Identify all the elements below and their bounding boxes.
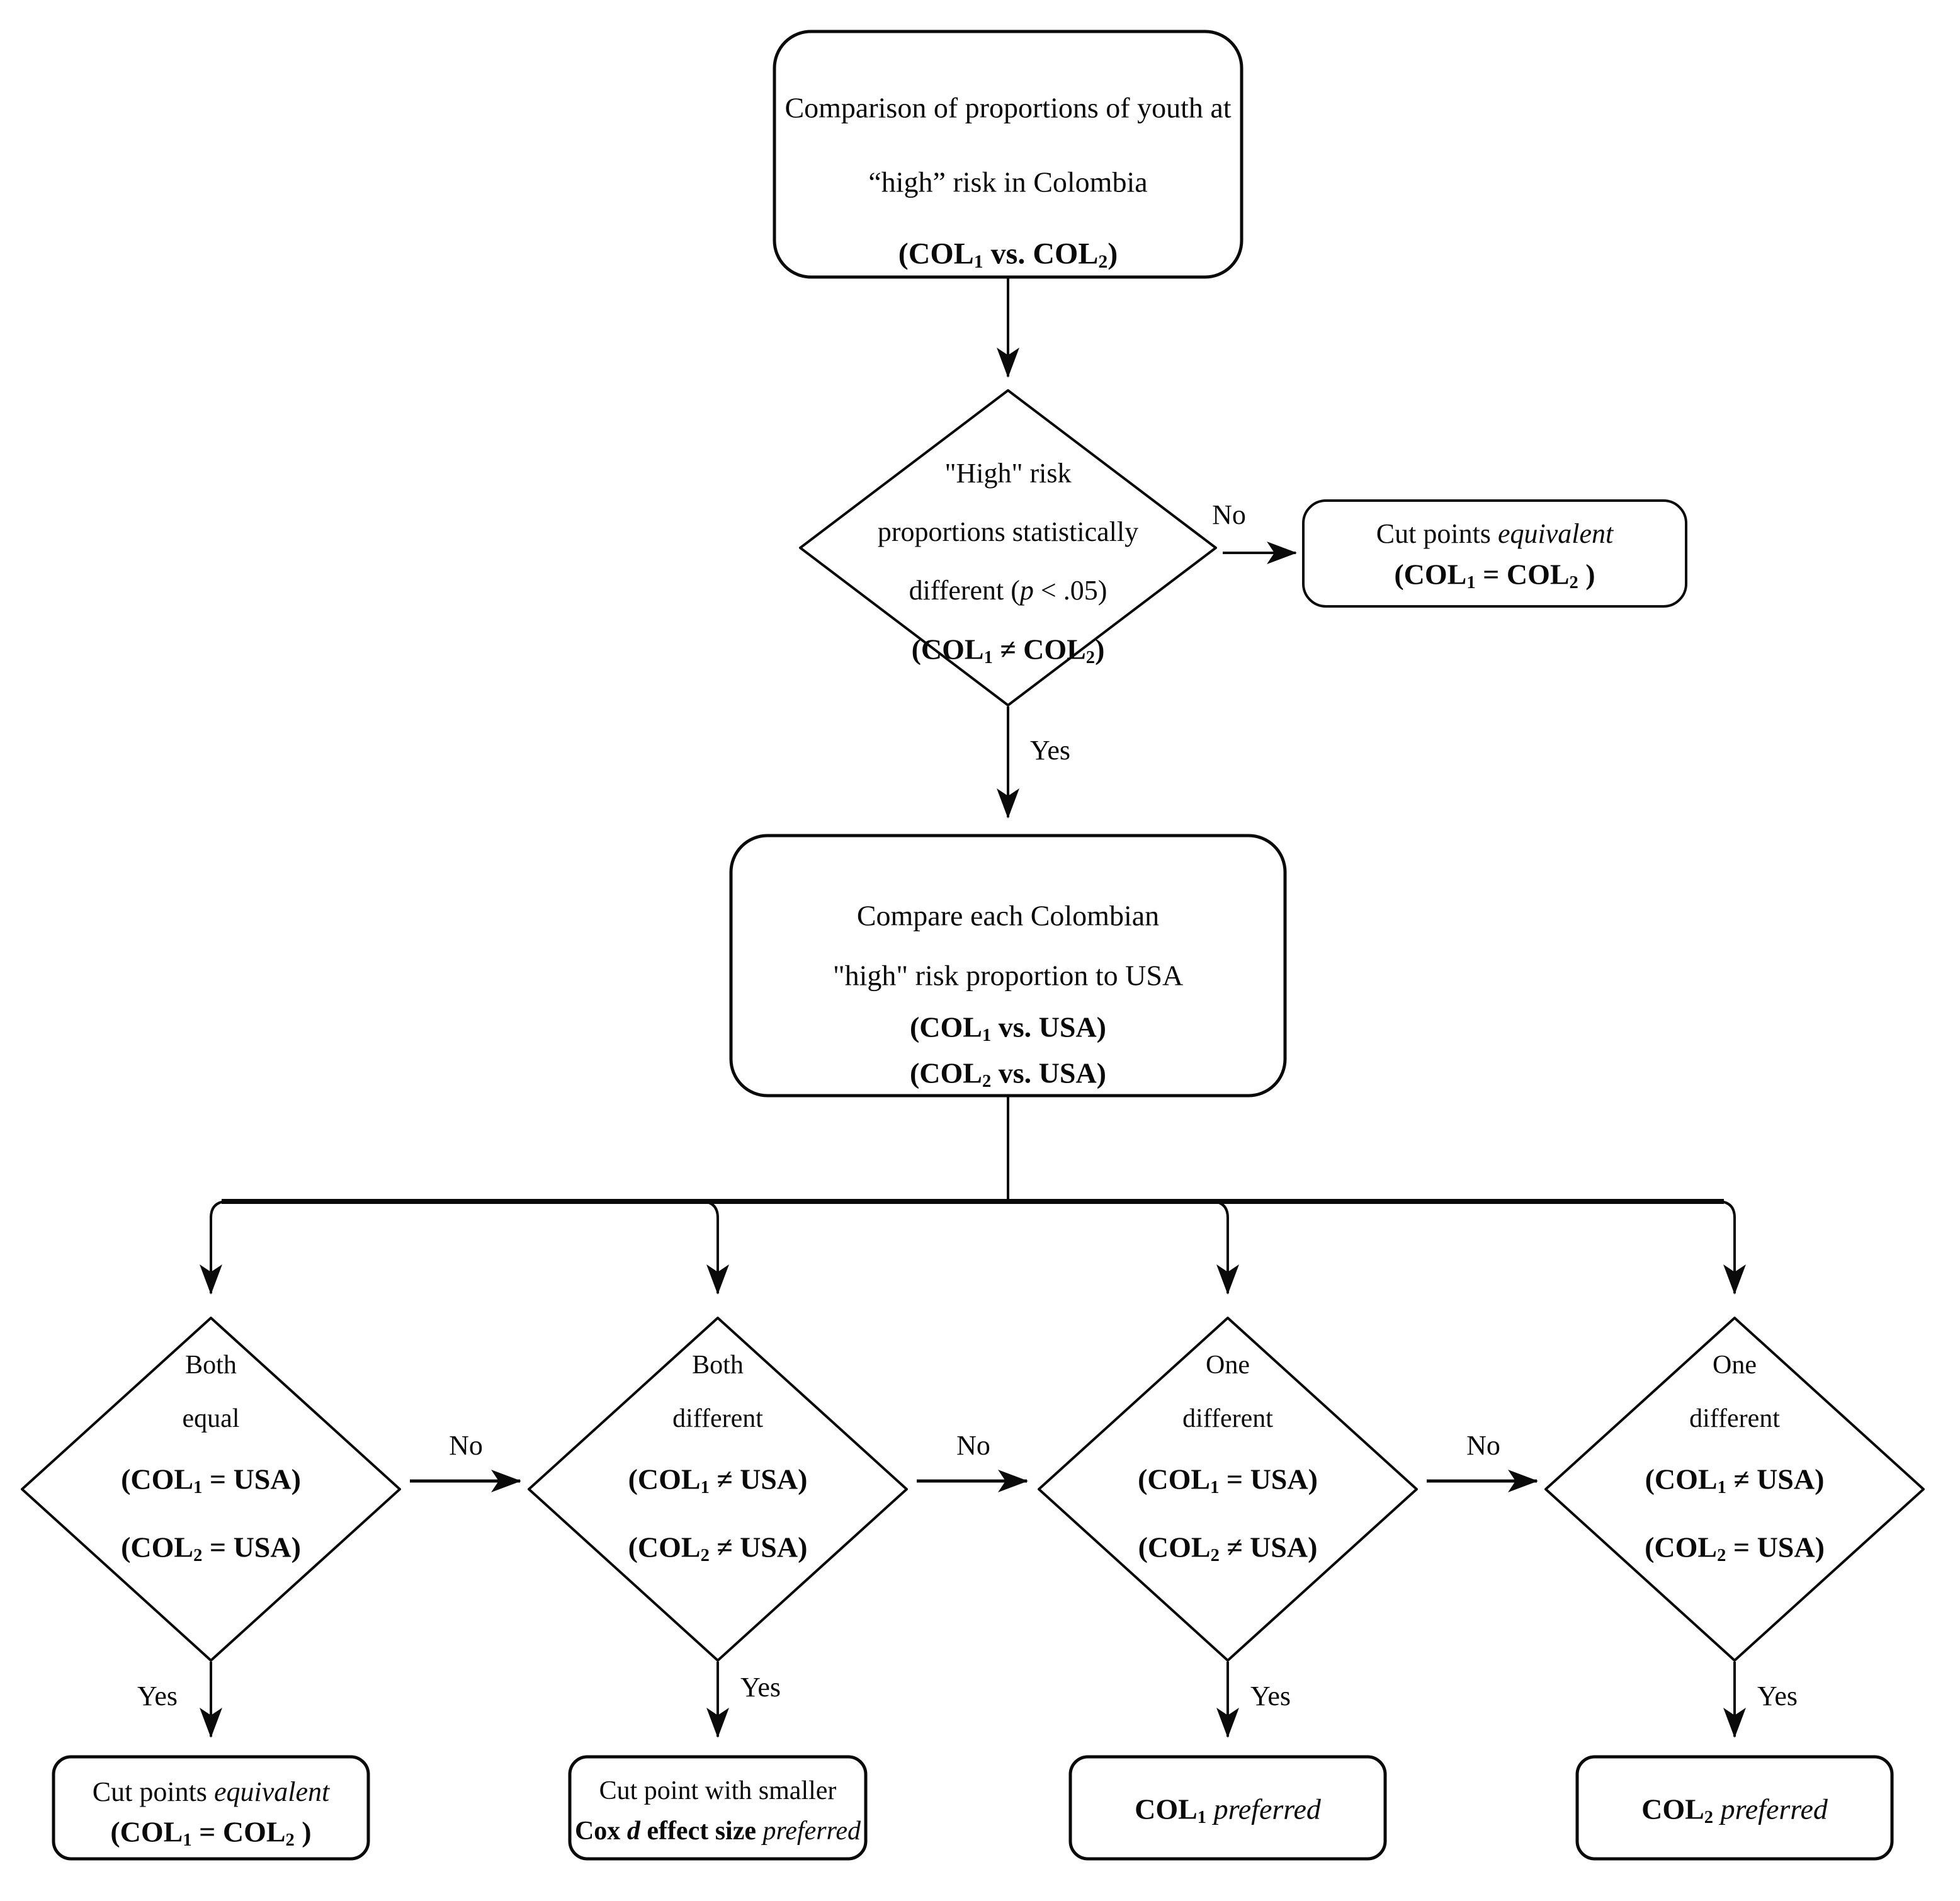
compare-box-line-2: "high" risk proportion to USA — [832, 959, 1184, 992]
col2-preferred-line: COL2 preferred — [1641, 1793, 1828, 1827]
one-different-b-line-4: (COL2 = USA) — [1645, 1531, 1825, 1565]
one-different-a-line-4: (COL2 ≠ USA) — [1138, 1531, 1318, 1565]
label-no-risk: No — [1212, 499, 1246, 530]
both-equal-diamond-shape — [21, 1317, 401, 1662]
start-box-line-2: “high” risk in Colombia — [868, 166, 1148, 198]
compare-box-line-1: Compare each Colombian — [856, 899, 1160, 932]
one-different-col2-equal-diamond-shape — [1544, 1317, 1925, 1662]
cox-d-line-1: Cut point with smaller — [599, 1776, 837, 1805]
risk-diamond-line-4: (COL1 ≠ COL2) — [911, 633, 1105, 667]
equivalent-top-line-1: Cut points equivalent — [1376, 518, 1614, 549]
compare-box-line-4: (COL2 vs. USA) — [909, 1057, 1107, 1091]
label-yes-risk: Yes — [1029, 734, 1071, 766]
cox-d-box-shape — [568, 1755, 868, 1861]
one-different-b-line-3: (COL1 ≠ USA) — [1645, 1463, 1825, 1497]
arrow-branch-2 — [703, 1200, 729, 1295]
equivalent-bottom-box-shape — [52, 1755, 370, 1861]
start-box-line-3: (COL1 vs. COL2) — [898, 237, 1118, 273]
both-different-diamond-shape — [528, 1317, 908, 1662]
label-no-d3: No — [1466, 1429, 1500, 1461]
one-different-a-line-2: different — [1182, 1404, 1273, 1433]
both-different-line-1: Both — [692, 1350, 744, 1380]
compare-box-shape — [729, 834, 1287, 1098]
both-equal-line-3: (COL1 = USA) — [121, 1463, 301, 1497]
both-different-line-3: (COL1 ≠ USA) — [628, 1463, 808, 1497]
risk-decision-diamond-shape — [799, 389, 1217, 706]
cox-d-line-2: Cox d effect size preferred — [574, 1816, 861, 1846]
both-different-line-4: (COL2 ≠ USA) — [628, 1531, 808, 1565]
both-equal-line-1: Both — [185, 1350, 237, 1380]
one-different-b-line-1: One — [1713, 1350, 1757, 1380]
label-yes-d2: Yes — [740, 1671, 781, 1703]
equivalent-top-box-shape — [1302, 499, 1687, 608]
equivalent-bottom-line-1: Cut points equivalent — [92, 1776, 330, 1807]
arrow-branch-4 — [1719, 1200, 1746, 1295]
col1-preferred-box-shape — [1068, 1755, 1387, 1861]
both-equal-line-4: (COL2 = USA) — [121, 1531, 301, 1565]
equivalent-bottom-line-2: (COL1 = COL2 ) — [110, 1815, 312, 1850]
col2-preferred-box-shape — [1575, 1755, 1894, 1861]
start-box-line-1: Comparison of proportions of youth at — [785, 91, 1232, 124]
compare-box-line-3: (COL1 vs. USA) — [909, 1011, 1107, 1045]
arrow-branch-1 — [200, 1200, 226, 1295]
label-yes-d4: Yes — [1757, 1680, 1798, 1711]
risk-diamond-line-3: different (p < .05) — [909, 574, 1107, 606]
equivalent-top-line-2: (COL1 = COL2 ) — [1394, 558, 1595, 593]
col1-preferred-line: COL1 preferred — [1135, 1793, 1321, 1827]
label-yes-d1: Yes — [137, 1680, 178, 1711]
label-yes-d3: Yes — [1250, 1680, 1291, 1711]
one-different-b-line-2: different — [1689, 1404, 1780, 1433]
one-different-col1-equal-diamond-shape — [1038, 1317, 1418, 1662]
one-different-a-line-1: One — [1206, 1350, 1250, 1380]
arrow-branch-3 — [1213, 1200, 1239, 1295]
risk-diamond-line-1: "High" risk — [944, 457, 1072, 489]
start-box-shape — [773, 30, 1243, 279]
both-different-line-2: different — [672, 1404, 763, 1433]
both-equal-line-2: equal — [182, 1404, 240, 1433]
one-different-a-line-3: (COL1 = USA) — [1138, 1463, 1318, 1497]
label-no-d1: No — [449, 1429, 483, 1461]
label-no-d2: No — [956, 1429, 990, 1461]
risk-diamond-line-2: proportions statistically — [877, 516, 1139, 547]
